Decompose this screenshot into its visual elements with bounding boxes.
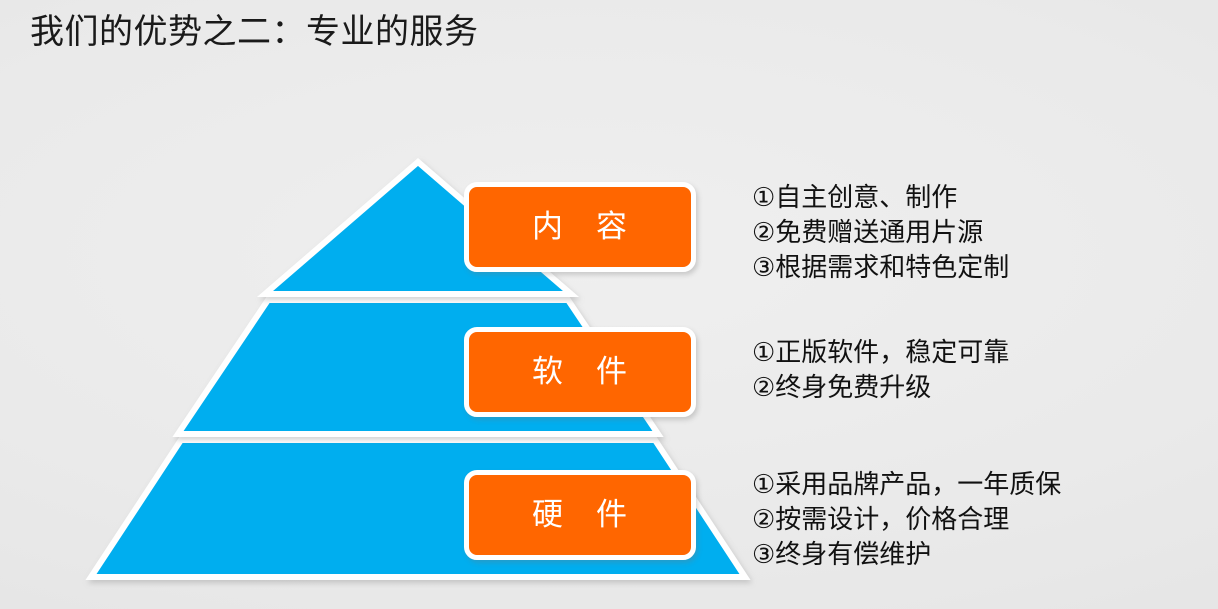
description-software-line-1: ①正版软件，稳定可靠 xyxy=(752,338,1010,368)
page-title: 我们的优势之二：专业的服务 xyxy=(30,12,479,52)
description-content-line-3: ③根据需求和特色定制 xyxy=(752,253,1010,283)
level-box-content[interactable]: 内 容 xyxy=(464,182,696,272)
level-box-hardware-label: 硬 件 xyxy=(532,496,628,533)
level-box-software[interactable]: 软 件 xyxy=(464,327,696,417)
description-content: ①自主创意、制作 ②免费赠送通用片源 ③根据需求和特色定制 xyxy=(752,181,1009,286)
level-box-hardware[interactable]: 硬 件 xyxy=(464,470,696,560)
description-software: ①正版软件，稳定可靠 ②终身免费升级 xyxy=(752,336,1009,406)
level-box-software-label: 软 件 xyxy=(532,353,628,390)
description-hardware: ①采用品牌产品，一年质保 ②按需设计，价格合理 ③终身有偿维护 xyxy=(752,468,1061,573)
description-content-line-1: ①自主创意、制作 xyxy=(752,183,958,213)
level-box-content-label: 内 容 xyxy=(532,208,628,245)
description-content-line-2: ②免费赠送通用片源 xyxy=(752,218,984,248)
description-hardware-line-2: ②按需设计，价格合理 xyxy=(752,505,1010,535)
description-hardware-line-3: ③终身有偿维护 xyxy=(752,540,932,570)
description-hardware-line-1: ①采用品牌产品，一年质保 xyxy=(752,470,1062,500)
description-software-line-2: ②终身免费升级 xyxy=(752,373,932,403)
